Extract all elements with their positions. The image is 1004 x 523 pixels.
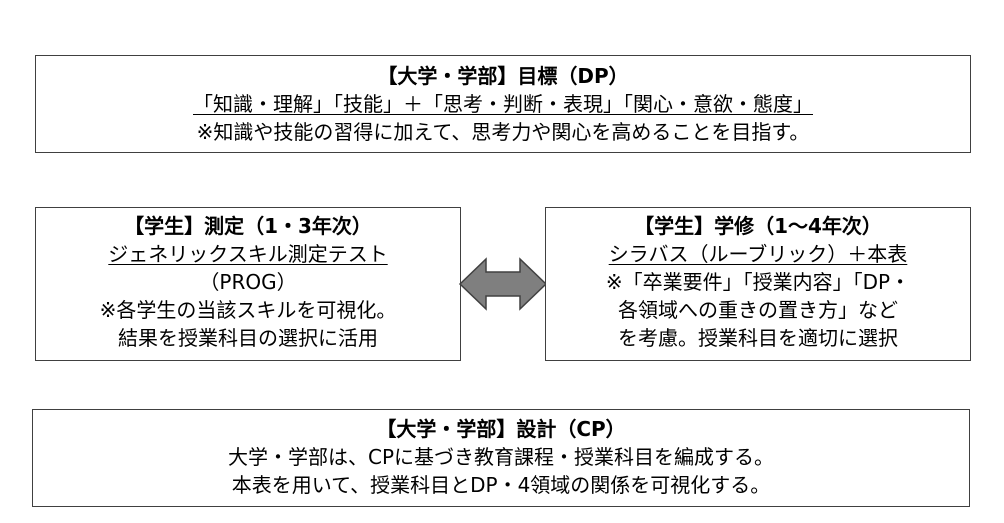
double-headed-arrow-icon: [458, 257, 548, 311]
measurement-test-abbrev: （PROG）: [199, 270, 297, 294]
study-note-2: 各領域への重きの置き方」など: [618, 298, 898, 322]
measurement-note-2: 結果を授業科目の選択に活用: [118, 326, 378, 350]
study-note-3: を考慮。授業科目を適切に選択: [618, 326, 898, 350]
measurement-title: 【学生】測定（1・3年次）: [124, 214, 372, 238]
measurement-note-1: ※各学生の当該スキルを可視化。: [99, 298, 397, 322]
measurement-test-name: ジェネリックスキル測定テスト: [108, 242, 388, 266]
student-study-box: 【学生】学修（1～4年次） シラバス（ルーブリック）＋本表 ※「卒業要件」「授業…: [545, 207, 971, 361]
double-headed-arrow-shape: [458, 257, 548, 311]
study-syllabus: シラバス（ルーブリック）＋本表: [608, 242, 908, 266]
study-note-1: ※「卒業要件」「授業内容」「DP・: [605, 270, 911, 294]
study-title: 【学生】学修（1～4年次）: [634, 214, 882, 238]
cp-design-line-2: 本表を用いて、授業科目とDP・4領域の関係を可視化する。: [231, 473, 771, 497]
dp-goal-note: ※知識や技能の習得に加えて、思考力や関心を高めることを目指す。: [196, 120, 810, 144]
dp-goal-title: 【大学・学部】目標（DP）: [377, 64, 629, 88]
cp-design-title: 【大学・学部】設計（CP）: [376, 417, 626, 441]
dp-goal-categories: 「知識・理解」「技能」＋「思考・判断・表現」「関心・意欲・態度」: [193, 92, 813, 116]
cp-design-box: 【大学・学部】設計（CP） 大学・学部は、CPに基づき教育課程・授業科目を編成す…: [32, 409, 970, 507]
student-measurement-box: 【学生】測定（1・3年次） ジェネリックスキル測定テスト （PROG） ※各学生…: [35, 207, 461, 361]
cp-design-line-1: 大学・学部は、CPに基づき教育課程・授業科目を編成する。: [227, 445, 775, 469]
dp-goal-box: 【大学・学部】目標（DP） 「知識・理解」「技能」＋「思考・判断・表現」「関心・…: [35, 55, 971, 153]
